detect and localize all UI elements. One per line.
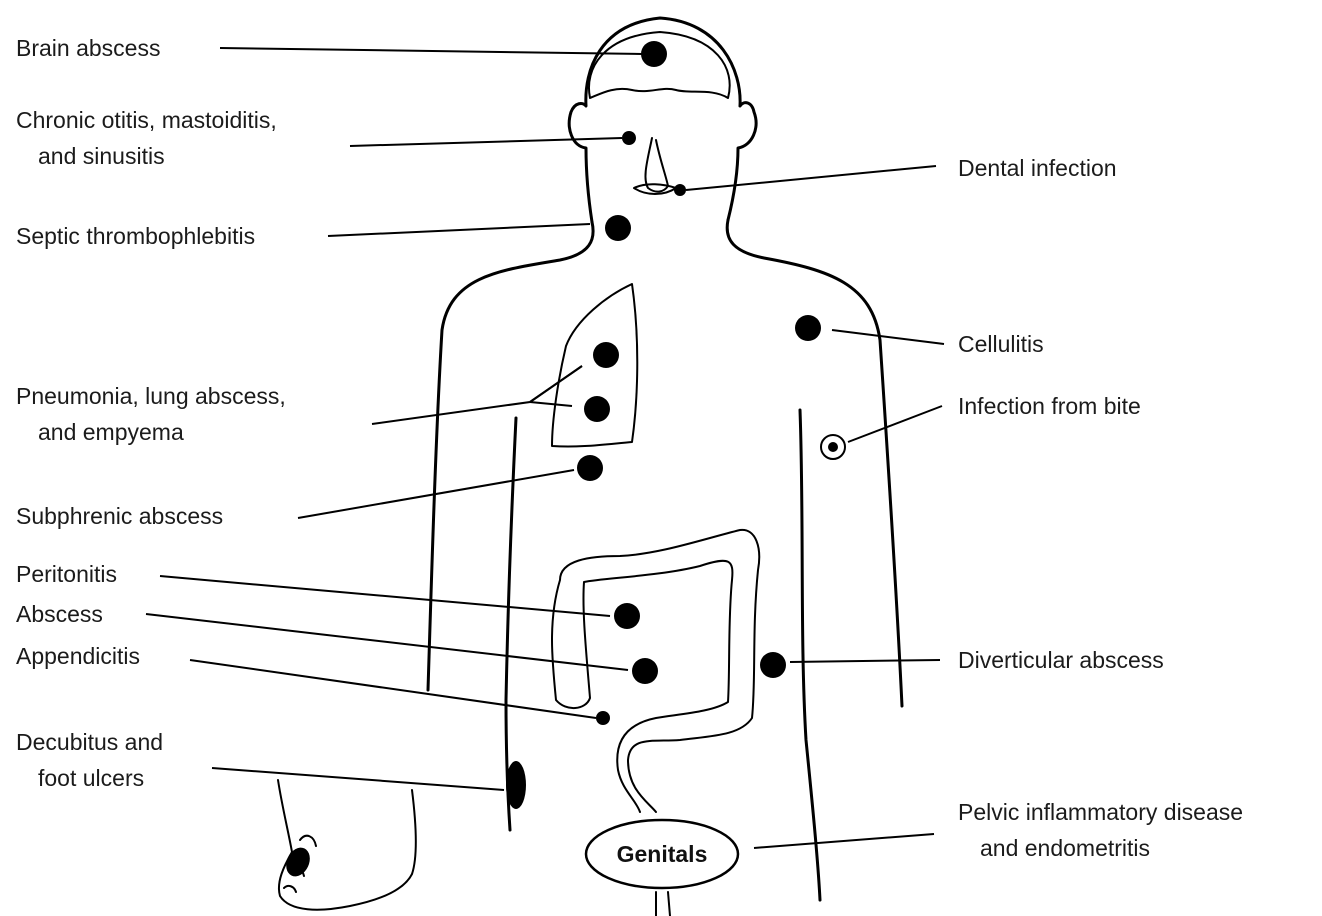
label-diverticular-abscess: Diverticular abscess xyxy=(958,647,1164,673)
marker-appendicitis xyxy=(596,711,610,725)
leader-abscess xyxy=(146,614,628,670)
label-infection-from-bite: Infection from bite xyxy=(958,393,1141,419)
label-otitis-line2: and sinusitis xyxy=(38,143,165,169)
leader-brain xyxy=(220,48,642,54)
lung-outline xyxy=(552,284,637,447)
marker-decubitus xyxy=(506,761,526,809)
marker-lung-lower xyxy=(584,396,610,422)
leader-dental xyxy=(686,166,936,190)
marker-neck xyxy=(605,215,631,241)
leader-pneumonia xyxy=(372,366,582,424)
label-decubitus-line2: foot ulcers xyxy=(38,765,144,791)
label-abscess: Abscess xyxy=(16,601,103,627)
marker-abscess xyxy=(632,658,658,684)
marker-brain xyxy=(641,41,667,67)
legs-hint xyxy=(656,892,670,916)
marker-lung-upper xyxy=(593,342,619,368)
leader-peritonitis xyxy=(160,576,610,616)
marker-peritonitis xyxy=(614,603,640,629)
marker-cellulitis xyxy=(795,315,821,341)
label-appendicitis: Appendicitis xyxy=(16,643,140,669)
leader-bite xyxy=(848,406,942,442)
label-cellulitis: Cellulitis xyxy=(958,331,1044,357)
leader-cellulitis xyxy=(832,330,944,344)
mouth-outline xyxy=(634,184,676,194)
left-torso-outline xyxy=(428,222,593,690)
leader-decubitus xyxy=(212,768,504,790)
marker-bite-center xyxy=(828,442,838,452)
leader-diverticular xyxy=(790,660,940,662)
leg-foot-outline xyxy=(278,780,416,910)
label-subphrenic-abscess: Subphrenic abscess xyxy=(16,503,223,529)
label-otitis-line1: Chronic otitis, mastoiditis, xyxy=(16,107,277,133)
marker-foot-ulcer xyxy=(282,844,315,880)
label-dental-infection: Dental infection xyxy=(958,155,1117,181)
leader-septic xyxy=(328,224,590,236)
leader-otitis xyxy=(350,138,622,146)
marker-diverticular xyxy=(760,652,786,678)
leader-pneumonia-b xyxy=(530,402,572,406)
marker-dental xyxy=(674,184,686,196)
leader-pelvic xyxy=(754,834,934,848)
label-peritonitis: Peritonitis xyxy=(16,561,117,587)
label-pneumonia-line1: Pneumonia, lung abscess, xyxy=(16,383,286,409)
label-brain-abscess: Brain abscess xyxy=(16,35,160,61)
marker-sinus xyxy=(622,131,636,145)
marker-subphrenic xyxy=(577,455,603,481)
infection-markers xyxy=(282,41,845,880)
right-torso-outline xyxy=(727,220,902,706)
right-inner-arm xyxy=(800,410,820,900)
label-pneumonia-line2: and empyema xyxy=(38,419,184,445)
label-pelvic-line2: and endometritis xyxy=(980,835,1150,861)
label-genitals: Genitals xyxy=(617,841,708,867)
label-decubitus-line1: Decubitus and xyxy=(16,729,163,755)
leader-appendicitis xyxy=(190,660,596,718)
labels: Brain abscess Chronic otitis, mastoiditi… xyxy=(16,35,1243,867)
label-pelvic-line1: Pelvic inflammatory disease xyxy=(958,799,1243,825)
label-septic-thrombophlebitis: Septic thrombophlebitis xyxy=(16,223,255,249)
